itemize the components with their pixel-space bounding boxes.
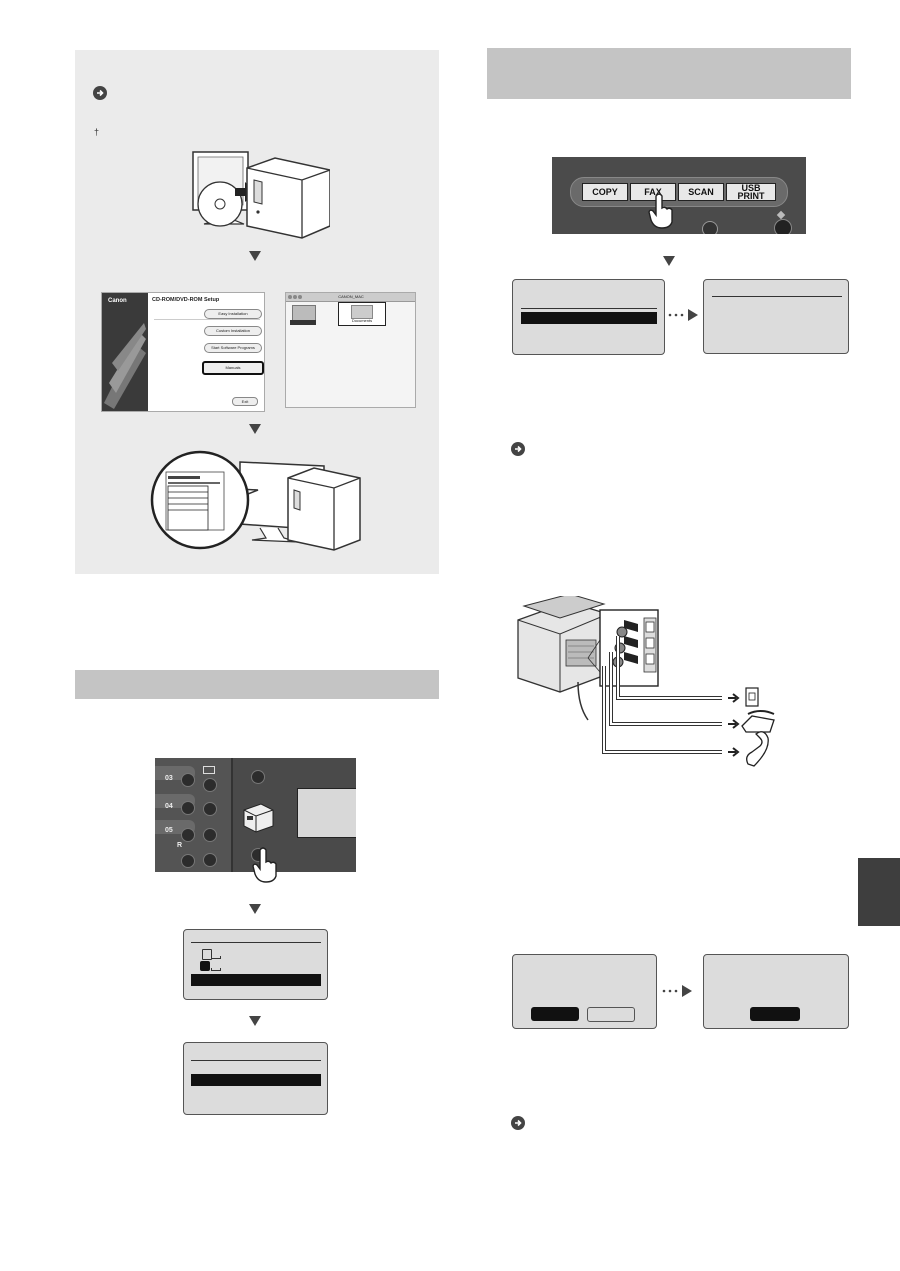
lcd-header-line	[191, 942, 321, 943]
address-book-button[interactable]	[203, 778, 217, 792]
chapter-side-tab	[858, 858, 900, 926]
down-arrow-icon	[249, 251, 261, 261]
key-05-button[interactable]	[181, 828, 195, 842]
scan-button[interactable]: SCAN	[678, 183, 724, 201]
lcd-display-apply	[703, 954, 849, 1029]
hook-button[interactable]	[203, 853, 217, 867]
arrow-circle-icon	[511, 442, 525, 456]
lcd-screen-edge	[297, 788, 356, 838]
custom-installation-button[interactable]: Custom Installation	[204, 326, 262, 336]
lcd-display-confirm	[512, 954, 657, 1029]
arrow-circle-icon	[511, 1116, 525, 1130]
book-icon	[203, 766, 215, 774]
key-r-label: R	[177, 842, 183, 849]
document-icon	[202, 949, 212, 960]
zoom-icon[interactable]	[298, 295, 302, 299]
installer-label-highlight	[290, 320, 316, 325]
documents-folder-label: Documents	[351, 318, 373, 323]
diamond-icon	[776, 210, 786, 220]
fax-button[interactable]: FAX	[630, 183, 676, 201]
arrow-circle-icon	[93, 86, 107, 100]
dotted-arrow-icon	[668, 309, 698, 321]
dagger-mark: †	[94, 127, 100, 137]
key-03-button[interactable]	[181, 773, 195, 787]
lcd-header-line	[191, 1060, 321, 1061]
manual-on-computer-illustration	[150, 450, 361, 551]
setup-dialog-sidebar: Canon	[102, 293, 148, 411]
key-05-label: 05	[165, 827, 173, 834]
lcd-no-button[interactable]	[587, 1007, 635, 1022]
lcd-display-fax-select	[183, 929, 328, 1000]
section-banner-right	[487, 48, 851, 99]
folder-icon	[351, 305, 373, 319]
usb-print-button[interactable]: USB PRINT	[726, 183, 776, 201]
redial-pause-button[interactable]	[203, 828, 217, 842]
canon-logo: Canon	[108, 298, 127, 304]
lcd-display-menu	[183, 1042, 328, 1115]
telephone-line-connection-illustration	[517, 596, 775, 767]
description-line	[154, 319, 260, 320]
manuals-button[interactable]: Manuals	[202, 361, 264, 375]
hand-pointer-icon	[252, 847, 277, 883]
start-button[interactable]	[702, 221, 718, 234]
coded-dial-button[interactable]	[203, 802, 217, 816]
stop-button[interactable]	[774, 219, 792, 234]
keypad-panel-photo: 03 04 05 R	[155, 758, 356, 872]
lcd-apply-button[interactable]	[750, 1007, 800, 1021]
underscore-icon	[211, 968, 221, 971]
start-software-button[interactable]: Start Software Programs	[204, 343, 262, 353]
down-arrow-icon	[249, 904, 261, 914]
mac-window-title: CANON_MAC	[338, 294, 364, 299]
panel-divider	[231, 758, 233, 872]
exit-button[interactable]: Exit	[232, 397, 258, 406]
lcd-header-line	[521, 308, 657, 309]
copy-button[interactable]: COPY	[582, 183, 628, 201]
lcd-selection-bar[interactable]	[191, 974, 321, 986]
control-panel-photo: COPY FAX SCAN USB PRINT	[552, 157, 806, 234]
setup-dialog-title: CD-ROM/DVD-ROM Setup	[152, 297, 220, 303]
key-03-label: 03	[165, 775, 173, 782]
underscore-icon	[211, 956, 221, 959]
mac-finder-window: CANON_MAC Documents	[285, 292, 416, 408]
key-r-button[interactable]	[181, 854, 195, 868]
hand-pointer-icon	[648, 193, 673, 229]
device-status-icon	[243, 803, 274, 833]
mac-title-bar: CANON_MAC	[286, 293, 415, 302]
down-arrow-icon	[663, 256, 675, 266]
lcd-yes-button[interactable]	[531, 1007, 579, 1021]
lcd-selection-bar[interactable]	[191, 1074, 321, 1086]
lcd-selection-bar[interactable]	[521, 312, 657, 324]
down-arrow-icon	[249, 424, 261, 434]
easy-installation-button[interactable]: Easy Installation	[204, 309, 262, 319]
key-04-button[interactable]	[181, 801, 195, 815]
dotted-arrow-icon	[662, 985, 692, 997]
fax-icon	[200, 961, 210, 971]
close-icon[interactable]	[288, 295, 292, 299]
installer-icon[interactable]	[292, 305, 316, 321]
minimize-icon[interactable]	[293, 295, 297, 299]
lcd-header-line	[712, 296, 842, 297]
key-04-label: 04	[165, 803, 173, 810]
insert-cd-illustration	[192, 151, 330, 239]
lcd-display-fax-result	[703, 279, 849, 354]
lcd-display-fax-setup	[512, 279, 665, 355]
energy-saver-button[interactable]	[251, 770, 265, 784]
down-arrow-icon	[249, 1016, 261, 1026]
section-banner-left	[75, 670, 439, 699]
setup-dialog: Canon CD-ROM/DVD-ROM Setup Easy Installa…	[101, 292, 265, 412]
documents-folder[interactable]: Documents	[338, 302, 386, 326]
